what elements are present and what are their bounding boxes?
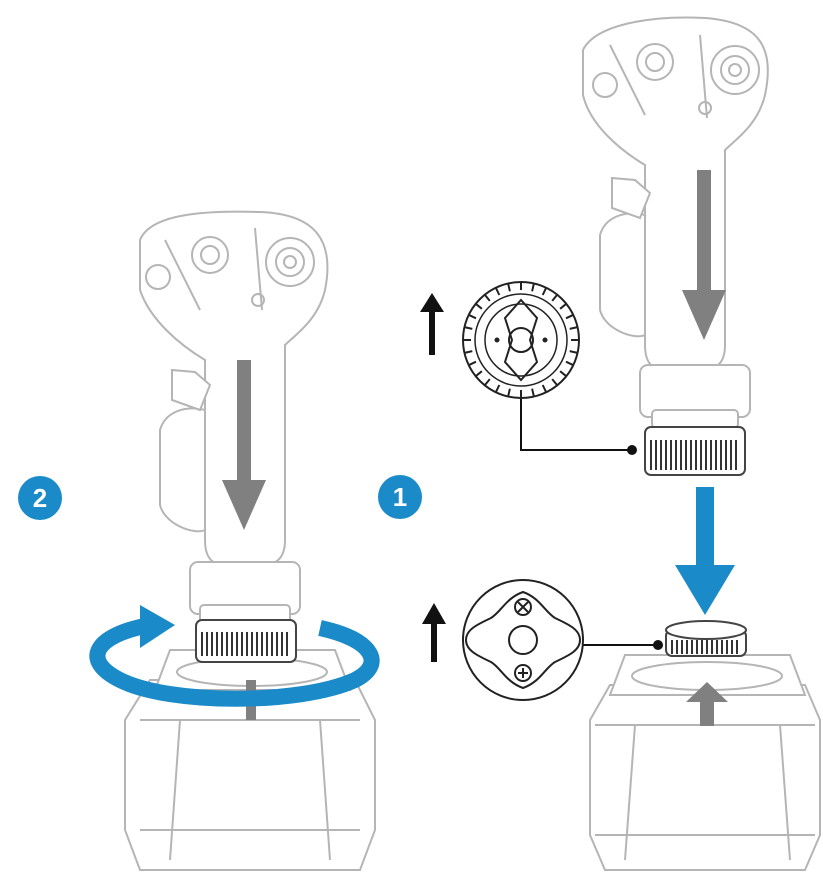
ring-tooth bbox=[507, 283, 511, 292]
ring-tooth bbox=[494, 384, 501, 393]
ring-tooth bbox=[464, 326, 473, 330]
ring-tooth bbox=[475, 303, 483, 310]
ring-tooth bbox=[551, 294, 558, 302]
ring-tooth bbox=[484, 294, 491, 302]
base-right bbox=[589, 654, 821, 871]
ring-tooth bbox=[494, 287, 501, 296]
circular-rotate-arrow-icon bbox=[89, 605, 380, 707]
knurled-ring-left bbox=[195, 619, 297, 663]
callout-ring bbox=[520, 395, 630, 451]
ring-tooth bbox=[565, 360, 574, 367]
up-arrow-icon bbox=[422, 603, 446, 662]
base-right-up-arrow bbox=[686, 682, 728, 726]
grip-right-down-arrow bbox=[682, 170, 726, 340]
base-adapter-right bbox=[665, 620, 747, 657]
step-number-1: 1 bbox=[393, 482, 407, 512]
grip-left-down-arrow bbox=[222, 360, 266, 530]
up-arrow-icon bbox=[420, 293, 444, 355]
ring-tooth bbox=[531, 283, 535, 292]
joystick-grip-right bbox=[582, 16, 769, 429]
step-badge-2: 2 bbox=[18, 476, 62, 520]
ring-tooth bbox=[541, 384, 548, 393]
ring-tooth bbox=[464, 350, 473, 354]
joystick-grip-left bbox=[139, 210, 329, 624]
ring-tooth bbox=[541, 287, 548, 296]
callout-adapter-dot bbox=[653, 640, 663, 650]
ring-tooth bbox=[531, 388, 535, 397]
ring-tooth bbox=[468, 313, 477, 320]
ring-tooth bbox=[507, 388, 511, 397]
ring-tooth bbox=[559, 370, 567, 377]
adapter-top-detail bbox=[462, 579, 584, 701]
callout-ring-dot bbox=[627, 445, 637, 455]
ring-tooth bbox=[484, 378, 491, 386]
ring-tooth bbox=[569, 350, 578, 354]
ring-tooth bbox=[468, 360, 477, 367]
ring-tooth bbox=[569, 326, 578, 330]
ring-underside-detail bbox=[462, 281, 580, 399]
ring-tooth bbox=[475, 370, 483, 377]
step-badge-1: 1 bbox=[378, 475, 422, 519]
step-number-2: 2 bbox=[33, 483, 47, 513]
ring-tooth bbox=[565, 313, 574, 320]
knurled-ring-right bbox=[644, 426, 746, 476]
ring-tooth bbox=[559, 303, 567, 310]
down-arrow-icon bbox=[675, 487, 735, 615]
ring-tooth bbox=[551, 378, 558, 386]
